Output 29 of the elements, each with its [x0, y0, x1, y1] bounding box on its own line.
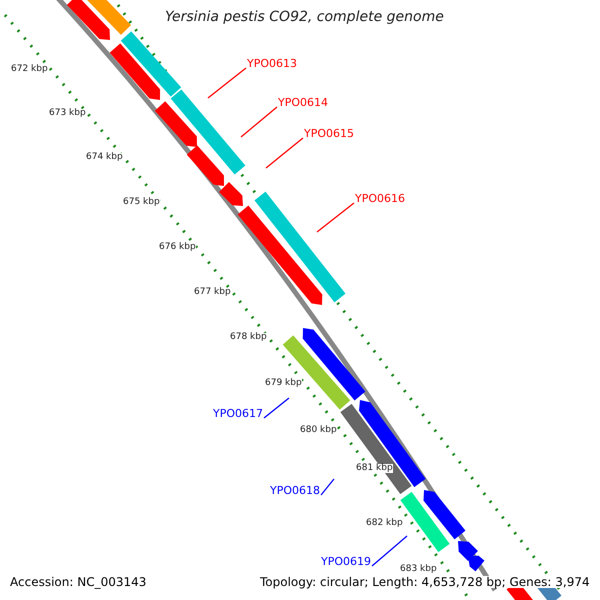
- position-label: 674 kbp: [86, 153, 123, 162]
- accession-note: Accession: NC_003143: [10, 576, 146, 588]
- gene-label: YPO0613: [247, 58, 298, 69]
- genome-title: Yersinia pestis CO92, complete genome: [165, 10, 444, 24]
- position-label: 673 kbp: [49, 109, 86, 118]
- leader-line: [208, 68, 246, 98]
- position-label: 678 kbp: [230, 333, 267, 342]
- leader-line: [320, 478, 334, 496]
- position-label: 677 kbp: [194, 288, 231, 297]
- position-label: 682 kbp: [366, 519, 403, 528]
- leader-line: [316, 202, 354, 232]
- gene-label: YPO0614: [278, 97, 328, 108]
- position-label: 679 kbp: [265, 379, 302, 388]
- position-label: 675 kbp: [123, 198, 160, 207]
- gene-label: YPO0617: [213, 408, 264, 419]
- position-label: 683 kbp: [400, 565, 437, 574]
- position-label: 681 kbp: [356, 464, 393, 473]
- leader-line: [264, 398, 290, 418]
- position-label: 680 kbp: [300, 426, 337, 435]
- gene-label: YPO0615: [304, 128, 354, 139]
- leader-line: [266, 138, 304, 168]
- genome-summary: Topology: circular; Length: 4,653,728 bp; Genes: 3,974: [260, 576, 590, 588]
- gene-label: YPO0619: [321, 556, 372, 567]
- gene-label: YPO0616: [355, 193, 406, 204]
- position-label: 672 kbp: [11, 65, 48, 74]
- position-label: 676 kbp: [159, 243, 196, 252]
- leader-line: [372, 536, 408, 566]
- leader-line: [240, 106, 278, 138]
- gene-label: YPO0618: [270, 485, 320, 496]
